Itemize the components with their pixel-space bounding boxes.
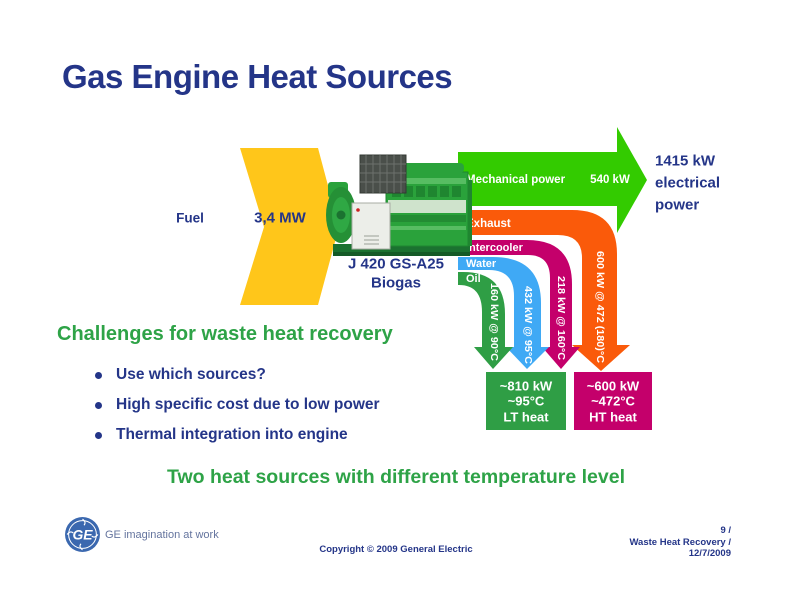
electrical-power-line3: power	[655, 197, 699, 214]
exhaust-value: 600 kW @ 472 (180)°C	[594, 251, 606, 363]
water-flow-arrow	[458, 257, 549, 369]
ge-logo-icon: GE	[65, 517, 100, 552]
intercooler-value: 218 kW @ 160°C	[555, 276, 567, 360]
page-info: 9 / Waste Heat Recovery / 12/7/2009	[629, 525, 731, 560]
lt-heat-kw: ~810 kW	[500, 379, 553, 394]
fuel-value-label: 3,4 MW	[254, 210, 307, 227]
ht-heat-label: HT heat	[589, 410, 637, 425]
ge-monogram: GE	[72, 527, 93, 543]
bullet-item: Use which sources?	[95, 360, 380, 390]
lt-heat-temp: ~95°C	[508, 394, 545, 409]
ht-heat-temp: ~472°C	[591, 394, 635, 409]
conclusion-text: Two heat sources with different temperat…	[166, 466, 625, 488]
page-title: Gas Engine Heat Sources	[62, 58, 453, 95]
bullet-item: High specific cost due to low power	[95, 390, 380, 420]
ht-heat-kw: ~600 kW	[587, 379, 640, 394]
electrical-power-line2: electrical	[655, 175, 720, 192]
intercooler-label: Intercooler	[466, 242, 524, 254]
water-value: 432 kW @ 95°C	[522, 286, 534, 364]
exhaust-label: Exhaust	[466, 218, 511, 230]
fuel-arrow	[240, 148, 339, 305]
challenges-heading: Challenges for waste heat recovery	[57, 323, 393, 345]
water-label: Water	[466, 258, 497, 270]
bullet-item: Thermal integration into engine	[95, 420, 380, 450]
electrical-power-line1: 1415 kW	[655, 153, 716, 170]
engine-label-line1: J 420 GS-A25	[348, 256, 444, 273]
oil-label: Oil	[466, 273, 481, 285]
presentation-date: 12/7/2009	[688, 548, 731, 559]
oil-value: 160 kW @ 90°C	[488, 283, 500, 361]
presentation-name: Waste Heat Recovery /	[629, 536, 731, 548]
mechanical-power-label: Mechanical power	[466, 174, 566, 186]
lt-heat-label: LT heat	[503, 410, 549, 425]
copyright-text: Copyright © 2009 General Electric	[319, 544, 473, 555]
fuel-label: Fuel	[176, 211, 204, 226]
mechanical-power-value: 540 kW	[590, 174, 630, 186]
engine-image	[326, 154, 472, 256]
challenges-bullet-list: Use which sources? High specific cost du…	[95, 360, 380, 450]
lt-heat-box	[486, 372, 566, 430]
intercooler-flow-arrow	[458, 240, 580, 369]
ht-heat-box	[574, 372, 652, 430]
engine-label-line2: Biogas	[371, 275, 421, 292]
ge-tagline: GE imagination at work	[105, 529, 219, 541]
page-number: 9 /	[720, 525, 731, 536]
oil-flow-arrow	[458, 272, 513, 369]
mechanical-power-arrow	[458, 127, 647, 233]
exhaust-flow-arrow	[458, 210, 630, 371]
